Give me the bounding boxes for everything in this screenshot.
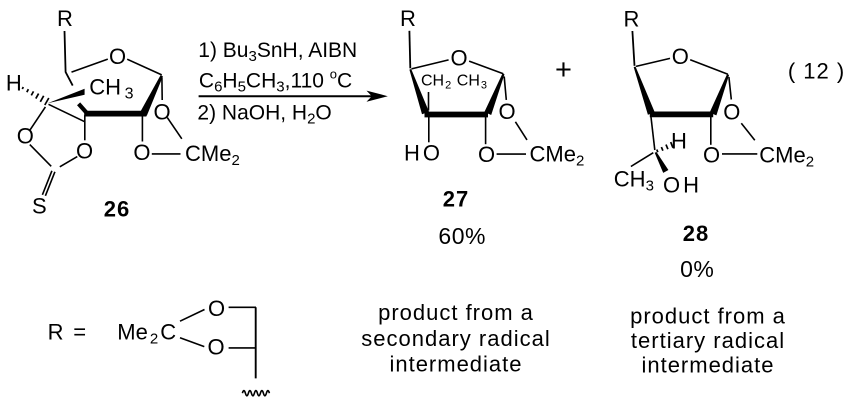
- svg-text:CMe2: CMe2: [530, 142, 585, 170]
- svg-text:product from a: product from a: [630, 304, 786, 329]
- svg-text:O: O: [723, 99, 740, 124]
- svg-text:O: O: [450, 45, 467, 70]
- svg-text:OH: OH: [663, 172, 702, 197]
- svg-text:O: O: [478, 142, 495, 167]
- svg-text:CH2: CH2: [421, 73, 451, 92]
- svg-text:R: R: [57, 6, 73, 31]
- svg-text:tertiary radical: tertiary radical: [631, 328, 785, 353]
- svg-text:product from a: product from a: [378, 300, 534, 325]
- svg-text:O: O: [208, 296, 225, 321]
- svg-text:O: O: [17, 124, 34, 149]
- svg-text:O: O: [153, 100, 170, 125]
- svg-text:S: S: [32, 193, 47, 218]
- svg-text:C6H5CH3,110 oC: C6H5CH3,110 oC: [199, 67, 352, 96]
- svg-text:O: O: [703, 143, 720, 168]
- svg-text:O: O: [133, 140, 150, 165]
- svg-text:O: O: [76, 139, 93, 164]
- svg-text:CH3: CH3: [457, 73, 487, 92]
- svg-text:H: H: [6, 71, 22, 96]
- svg-text:O: O: [207, 335, 224, 360]
- svg-text:HO: HO: [404, 140, 443, 165]
- svg-text:27: 27: [443, 187, 469, 212]
- svg-text:CMe2: CMe2: [759, 142, 814, 170]
- svg-text:CMe2: CMe2: [185, 141, 240, 169]
- svg-text:28: 28: [683, 221, 709, 246]
- svg-text:intermediate: intermediate: [389, 352, 522, 377]
- svg-text:secondary radical: secondary radical: [361, 326, 550, 351]
- svg-text:60%: 60%: [438, 223, 486, 249]
- svg-text:R: R: [624, 6, 640, 31]
- svg-text:( 12 ): ( 12 ): [788, 59, 845, 84]
- svg-text:0%: 0%: [680, 256, 714, 282]
- svg-text:H: H: [671, 128, 687, 153]
- svg-text:+: +: [555, 54, 572, 86]
- svg-text:R =: R =: [48, 320, 88, 345]
- svg-text:O: O: [109, 44, 126, 69]
- svg-text:O: O: [498, 99, 515, 124]
- svg-text:1) Bu3SnH, AIBN: 1) Bu3SnH, AIBN: [198, 39, 357, 65]
- svg-text:R: R: [400, 6, 416, 31]
- svg-text:intermediate: intermediate: [641, 353, 774, 378]
- svg-text:26: 26: [104, 197, 130, 222]
- svg-text:O: O: [672, 44, 689, 69]
